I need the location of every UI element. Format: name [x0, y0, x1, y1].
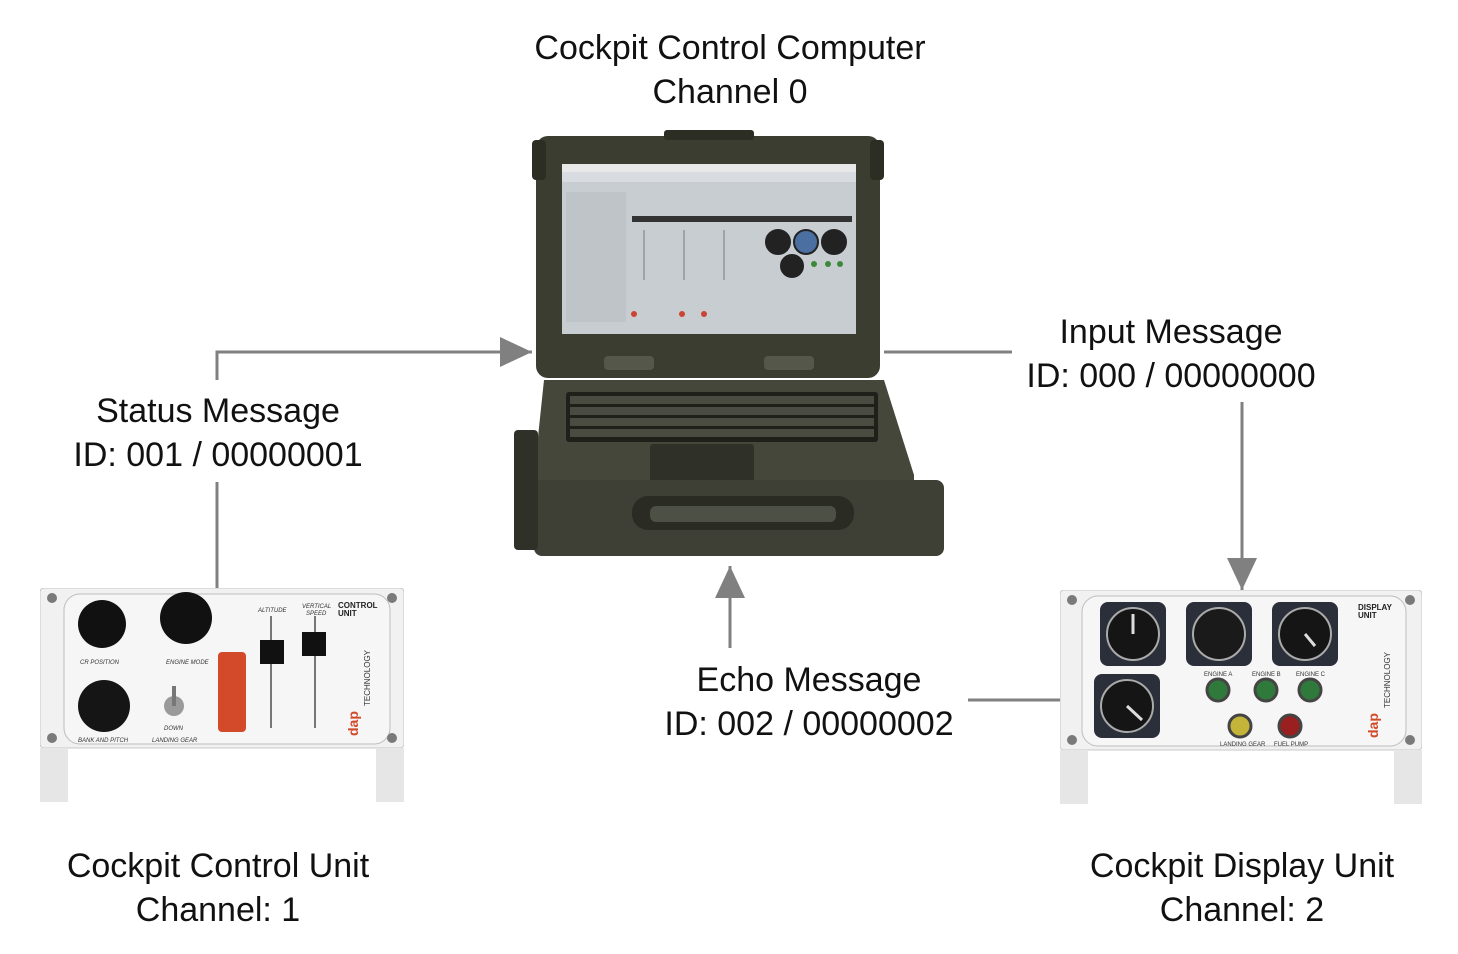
display-unit-label: Cockpit Display Unit Channel: 2	[1042, 844, 1442, 932]
display-unit-title: Cockpit Display Unit	[1089, 847, 1395, 885]
cu-slider2-label-b: SPEED	[306, 611, 327, 617]
status-message-label: Status Message ID: 001 / 00000001	[40, 389, 396, 477]
cu-toggle-label: LANDING GEAR	[152, 738, 198, 744]
computer-channel: Channel 0	[652, 73, 808, 111]
control-unit-title: Cockpit Control Unit	[66, 847, 370, 885]
computer-title: Cockpit Control Computer	[534, 29, 926, 67]
du-brand: dap	[1365, 713, 1381, 738]
display-unit-image: DISPLAY UNIT ENGINE A ENGINE B ENGINE C …	[1060, 590, 1422, 804]
cu-brand-tech: TECHNOLOGY	[363, 649, 372, 706]
status-arrow	[215, 352, 532, 588]
du-lamp1-label: ENGINE A	[1204, 672, 1232, 678]
input-arrow	[884, 350, 1242, 590]
cu-knob2-label: ENGINE MODE	[166, 660, 210, 666]
du-panel-title-2: UNIT	[1358, 611, 1377, 620]
control-unit-channel: Channel: 1	[135, 891, 301, 929]
echo-message-name: Echo Message	[696, 661, 922, 699]
cu-panel-title-1: CONTROL	[338, 601, 378, 610]
du-lamp2-label: ENGINE B	[1252, 672, 1281, 678]
input-message-name: Input Message	[1059, 313, 1283, 351]
du-panel-title-1: DISPLAY	[1358, 603, 1393, 612]
status-message-id: ID: 001 / 00000001	[73, 436, 363, 474]
echo-arrow	[730, 566, 1062, 702]
control-unit-label: Cockpit Control Unit Channel: 1	[18, 844, 418, 932]
display-unit-channel: Channel: 2	[1159, 891, 1325, 929]
echo-message-label: Echo Message ID: 002 / 00000002	[628, 658, 990, 746]
status-message-name: Status Message	[96, 392, 340, 430]
cu-slider1-label: ALTITUDE	[257, 608, 288, 614]
cu-toggle-down: DOWN	[164, 726, 184, 732]
du-lamp5-label: FUEL PUMP	[1274, 742, 1308, 748]
du-brand-tech: TECHNOLOGY	[1383, 651, 1392, 708]
echo-message-id: ID: 002 / 00000002	[664, 705, 954, 743]
input-message-label: Input Message ID: 000 / 00000000	[990, 310, 1352, 398]
du-lamp3-label: ENGINE C	[1296, 672, 1326, 678]
du-lamp4-label: LANDING GEAR	[1220, 742, 1266, 748]
cu-slider2-label-a: VERTICAL	[302, 604, 331, 610]
cu-knob3-label: BANK AND PITCH	[78, 738, 129, 744]
control-unit-image: CONTROL UNIT CR POSITION ENGINE MODE BAN…	[40, 588, 404, 802]
cu-knob1-label: CR POSITION	[80, 660, 120, 666]
computer-label: Cockpit Control Computer Channel 0	[480, 26, 980, 114]
input-message-id: ID: 000 / 00000000	[1026, 357, 1316, 395]
laptop-image	[514, 130, 944, 556]
cu-panel-title-2: UNIT	[338, 609, 357, 618]
cu-brand: dap	[345, 711, 361, 736]
